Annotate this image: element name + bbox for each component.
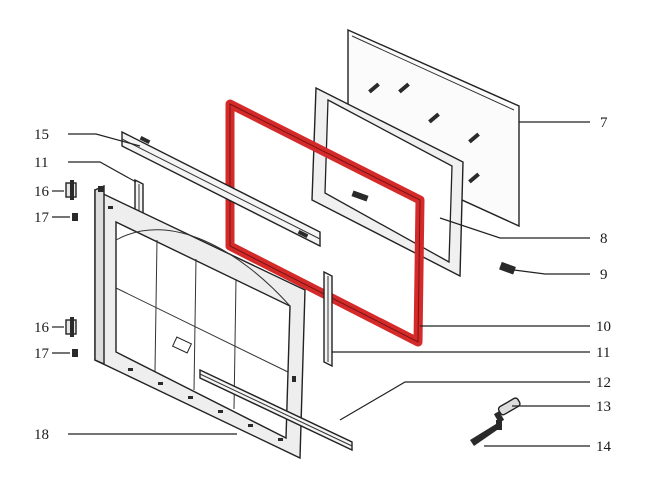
callout-16-bottom: 16 <box>34 320 50 336</box>
screw-top <box>72 213 78 221</box>
vertical-bracket-right <box>323 270 333 368</box>
callout-15: 15 <box>34 127 49 143</box>
handle-knob <box>493 397 521 423</box>
callout-14: 14 <box>596 439 612 455</box>
screw-bottom <box>72 349 78 357</box>
callout-17-bottom: 17 <box>34 346 50 362</box>
callout-11-right: 11 <box>596 345 610 361</box>
door-frame <box>94 184 306 460</box>
callout-7: 7 <box>600 115 608 131</box>
callout-8: 8 <box>600 231 608 247</box>
bottom-rail <box>199 368 353 452</box>
callout-12: 12 <box>596 375 611 391</box>
hinge-bottom <box>65 317 77 337</box>
callout-17-top: 17 <box>34 210 50 226</box>
callout-labels: 7 8 9 10 11 12 13 14 15 11 16 17 16 17 1… <box>34 115 612 455</box>
callout-11-left: 11 <box>34 155 48 171</box>
hinge-leader-dashes <box>52 190 70 354</box>
hinge-top <box>65 180 77 200</box>
clip-part <box>499 261 516 275</box>
callout-18: 18 <box>34 427 49 443</box>
callout-16-top: 16 <box>34 184 50 200</box>
callout-10: 10 <box>596 319 611 335</box>
callout-13: 13 <box>596 399 611 415</box>
callout-9: 9 <box>600 267 608 283</box>
leader-lines <box>68 121 590 447</box>
handle-lever <box>470 420 502 446</box>
